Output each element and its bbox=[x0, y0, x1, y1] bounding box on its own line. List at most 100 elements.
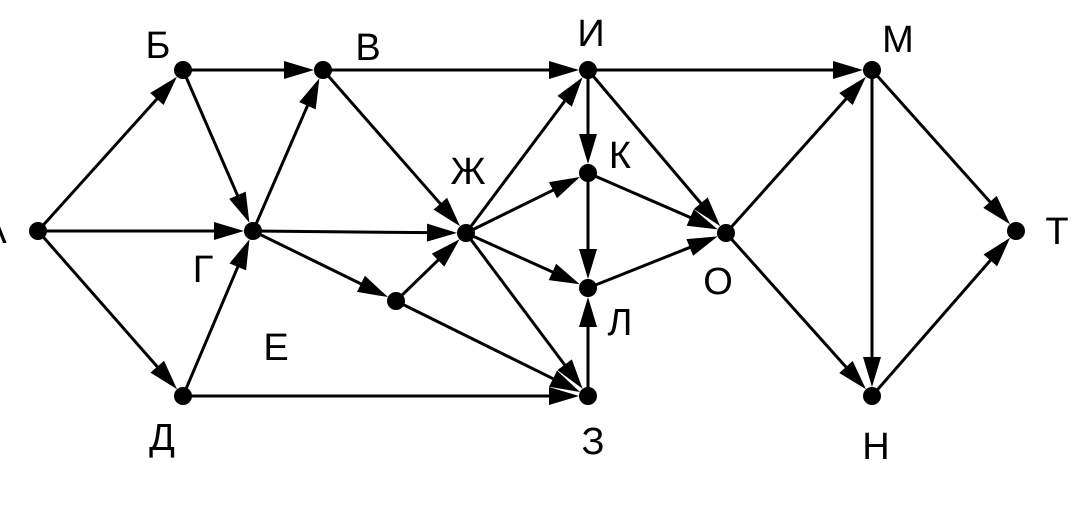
node-label-g: Г bbox=[193, 249, 214, 291]
node-o bbox=[717, 224, 735, 242]
node-label-zh: Ж bbox=[450, 151, 485, 193]
arrowhead bbox=[686, 209, 718, 230]
node-i bbox=[579, 61, 597, 79]
node-g bbox=[244, 222, 262, 240]
edge-m-t bbox=[870, 69, 1011, 225]
node-zh bbox=[457, 224, 475, 242]
node-label-l: Л bbox=[608, 302, 633, 344]
node-m bbox=[863, 61, 881, 79]
node-label-o: О bbox=[703, 261, 733, 303]
edge-o-m bbox=[724, 76, 866, 235]
edge-line bbox=[586, 69, 704, 206]
edge-line bbox=[465, 187, 556, 235]
edge-k-o bbox=[587, 171, 718, 230]
edge-line bbox=[464, 232, 568, 368]
arrowhead bbox=[579, 297, 597, 327]
edge-line bbox=[36, 96, 160, 233]
arrowhead bbox=[214, 222, 244, 240]
edge-zh-l bbox=[465, 231, 580, 285]
edge-e-zh bbox=[394, 239, 460, 303]
edge-g-v bbox=[251, 78, 320, 232]
arrowhead bbox=[863, 357, 881, 387]
edge-b-v bbox=[183, 61, 314, 79]
edge-line bbox=[36, 230, 160, 370]
node-e bbox=[387, 292, 405, 310]
edge-m-n bbox=[863, 70, 881, 387]
edge-line bbox=[724, 96, 849, 235]
edge-z-l bbox=[579, 297, 597, 396]
arrowhead bbox=[357, 275, 388, 298]
edge-g-zh bbox=[252, 223, 458, 242]
edge-i-o bbox=[586, 69, 721, 227]
edge-line bbox=[394, 257, 441, 303]
edge-a-d bbox=[36, 230, 178, 390]
arrowhead bbox=[983, 237, 1011, 267]
node-label-e: Е bbox=[263, 327, 288, 369]
arrowhead bbox=[549, 370, 580, 393]
arrowhead bbox=[229, 239, 250, 271]
edge-line bbox=[251, 103, 310, 232]
arrowhead bbox=[150, 360, 178, 390]
arrowhead bbox=[833, 61, 863, 79]
edge-i-m bbox=[588, 61, 863, 79]
node-v bbox=[314, 61, 332, 79]
node-label-a: А bbox=[0, 210, 7, 252]
arrowhead bbox=[433, 197, 461, 227]
edge-line bbox=[181, 69, 240, 198]
edge-line bbox=[587, 245, 693, 290]
arrowhead bbox=[557, 77, 583, 107]
edge-line bbox=[252, 229, 364, 287]
edge-zh-k bbox=[465, 176, 580, 235]
edge-i-k bbox=[579, 70, 597, 164]
node-label-t: Т bbox=[1045, 211, 1068, 253]
edge-line bbox=[465, 231, 555, 275]
node-label-i: И bbox=[577, 13, 604, 55]
node-t bbox=[1007, 222, 1025, 240]
node-label-d: Д bbox=[149, 417, 175, 459]
edge-k-l bbox=[579, 173, 597, 279]
arrowhead bbox=[579, 249, 597, 279]
arrowhead bbox=[579, 134, 597, 164]
edge-zh-z bbox=[464, 232, 583, 389]
edge-line bbox=[870, 257, 993, 397]
edge-a-g bbox=[38, 222, 244, 240]
node-d bbox=[174, 387, 192, 405]
arrowhead bbox=[693, 197, 721, 227]
edge-line bbox=[395, 299, 556, 381]
edge-n-t bbox=[870, 237, 1011, 397]
edge-g-e bbox=[252, 229, 388, 298]
node-label-m: М bbox=[882, 19, 914, 61]
edge-d-z bbox=[183, 387, 579, 405]
nodes-layer bbox=[29, 61, 1025, 405]
edges-layer bbox=[36, 61, 1011, 405]
arrowhead bbox=[548, 263, 580, 285]
arrowhead bbox=[299, 78, 320, 110]
edge-zh-i bbox=[464, 77, 583, 234]
node-label-z: З bbox=[582, 421, 605, 463]
edge-line bbox=[870, 69, 993, 205]
edge-v-i bbox=[323, 61, 579, 79]
node-l bbox=[579, 279, 597, 297]
edge-o-n bbox=[724, 231, 866, 390]
arrowhead bbox=[983, 195, 1011, 225]
edge-b-g bbox=[181, 69, 250, 223]
arrowhead bbox=[839, 76, 866, 106]
arrowhead bbox=[284, 61, 314, 79]
arrowhead bbox=[229, 191, 250, 223]
node-n bbox=[863, 387, 881, 405]
node-label-b: Б bbox=[146, 25, 171, 67]
node-b bbox=[174, 61, 192, 79]
edge-d-g bbox=[181, 239, 250, 397]
node-label-v: В bbox=[355, 27, 380, 69]
edge-line bbox=[724, 231, 849, 370]
arrowhead bbox=[549, 61, 579, 79]
node-z bbox=[579, 387, 597, 405]
arrowhead bbox=[150, 76, 177, 106]
arrowhead bbox=[686, 236, 718, 256]
arrowhead bbox=[431, 239, 460, 267]
edge-e-z bbox=[395, 299, 580, 393]
edge-l-o bbox=[587, 236, 718, 290]
arrowhead bbox=[557, 359, 583, 389]
node-k bbox=[579, 164, 597, 182]
